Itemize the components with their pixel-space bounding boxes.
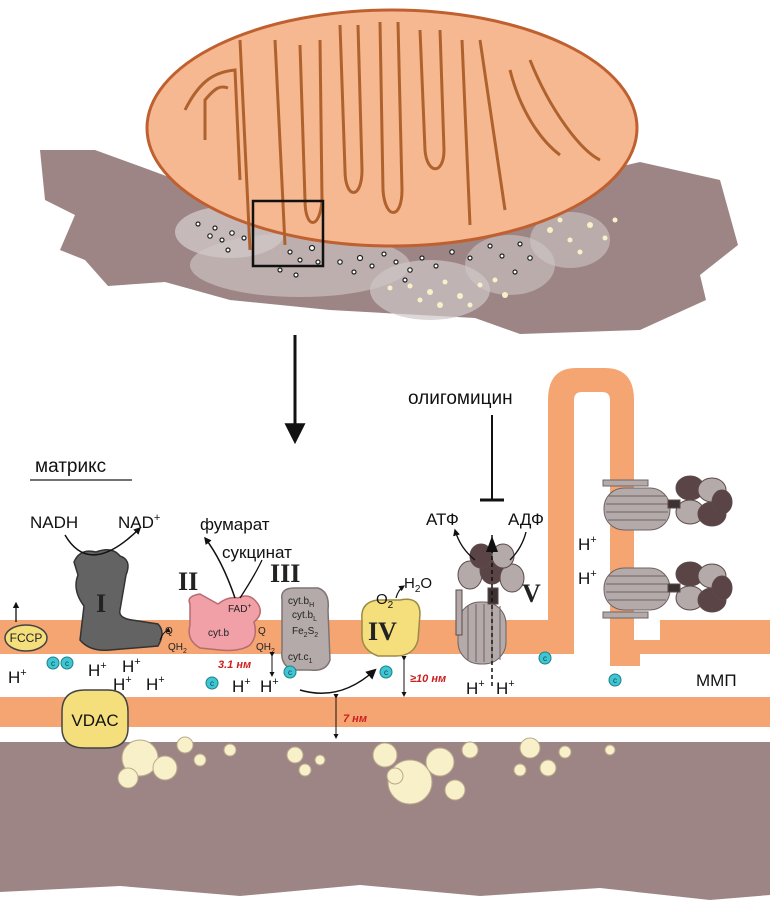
vdac-shape	[61, 689, 129, 749]
complex-iii-label: III	[270, 559, 300, 588]
proton: H+	[466, 678, 485, 698]
granule-dots	[195, 221, 533, 283]
cyt-c: c	[608, 673, 622, 687]
proton: H+	[122, 656, 141, 676]
complex-i: I NADH NAD+ Q QH2	[30, 512, 187, 655]
complex-iii-shape	[280, 587, 331, 672]
svg-text:c: c	[65, 659, 69, 668]
cyt-c: c	[46, 656, 60, 670]
cyt-c: c	[283, 665, 297, 679]
fccp-shape	[4, 624, 48, 652]
svg-text:c: c	[210, 679, 214, 688]
proton: H+	[88, 660, 107, 680]
distance-markers: 3.1 нм ≥10 нм 7 нм	[218, 652, 446, 739]
svg-text:c: c	[613, 676, 617, 685]
cyt-c: c	[538, 651, 552, 665]
cytbl-label: cyt.bL	[292, 610, 317, 623]
o2-arrow	[395, 585, 405, 599]
nadh-arrow	[64, 526, 142, 556]
fumarate-label: фумарат	[200, 515, 270, 534]
complex-iii: III Q QH2 cyt.bH cyt.bL Fe2S2 cyt.c1	[256, 559, 377, 694]
atp-synthase-f1	[455, 543, 525, 636]
cytochrome-c-markers: c c c c c c c	[46, 651, 622, 690]
nad-label: NAD+	[118, 512, 160, 532]
vdac-label: VDAC	[71, 711, 118, 730]
matrix-label: матрикс	[35, 456, 106, 477]
lipid-droplets-bottom	[117, 736, 616, 805]
mmp-label: ММП	[696, 671, 737, 690]
cytoplasm-region-bottom	[0, 742, 770, 900]
vdac-channel: VDAC	[61, 689, 129, 749]
distance-10nm-label: ≥10 нм	[410, 673, 446, 685]
q-label-2: Q	[258, 626, 266, 637]
lipid-patch	[465, 235, 555, 295]
complex-iv-shape	[361, 598, 421, 657]
proton: H+	[113, 674, 132, 694]
succinate-arrow	[204, 536, 236, 599]
fad-label: FAD+	[228, 603, 252, 615]
proton: H+	[496, 678, 515, 698]
nadh-label: NADH	[30, 513, 78, 532]
qh2-label: QH2	[168, 642, 187, 655]
cell-fragment-top	[40, 8, 738, 334]
q-arrow	[159, 627, 171, 641]
cristae	[183, 21, 601, 251]
svg-text:c: c	[384, 668, 388, 677]
cytc1-label: cyt.c1	[288, 652, 313, 665]
o2-label: O2	[376, 591, 394, 611]
complex-iv: IV O2 H2O	[361, 575, 432, 657]
complex-iv-label: IV	[368, 617, 397, 646]
svg-text:c: c	[288, 668, 292, 677]
proton: H+	[232, 676, 251, 696]
complex-ii: II фумарат сукцинат FAD+ cyt.b	[178, 515, 292, 652]
adp-label: АДФ	[508, 510, 544, 529]
protons: H+ H+ H+ H+ H+ H+ H+ H+ H+ H+	[88, 534, 597, 698]
cyt-c: c	[60, 656, 74, 670]
fes-label: Fe2S2	[292, 626, 318, 639]
qh2-label-2: QH2	[256, 642, 275, 655]
h2o-label: H2O	[404, 575, 432, 595]
atp-arrow	[453, 528, 476, 561]
proton: H+	[578, 534, 597, 554]
adp-line	[509, 531, 527, 561]
proton-path-arrow	[486, 536, 498, 552]
atp-label: АТФ	[426, 510, 459, 529]
complex-v-label: V	[522, 579, 541, 608]
fccp-proton: H+	[8, 667, 27, 687]
cytbh-label: cyt.bH	[288, 596, 314, 609]
complex-i-label: I	[96, 589, 106, 618]
svg-text:c: c	[51, 659, 55, 668]
atp-synthase-dimer-upper	[602, 475, 733, 531]
succinate-line	[239, 559, 263, 599]
distance-7nm-label: 7 нм	[343, 713, 367, 725]
fccp-carrier: FCCP H+	[4, 601, 48, 687]
lipid-droplets	[387, 217, 618, 308]
succinate-label: сукцинат	[222, 543, 292, 562]
svg-text:c: c	[543, 654, 547, 663]
cytb-label: cyt.b	[208, 628, 230, 639]
mitochondrion	[145, 8, 639, 248]
proton: H+	[146, 674, 165, 694]
complex-ii-shape	[188, 593, 261, 652]
proton: H+	[260, 676, 279, 696]
fccp-label: FCCP	[10, 631, 43, 645]
cyt-c: c	[379, 665, 393, 679]
electron-arrow	[299, 668, 377, 694]
complex-v: V АТФ АДФ олигомицин	[408, 388, 544, 688]
zoom-box	[251, 199, 325, 268]
complex-ii-label: II	[178, 567, 198, 596]
atp-synthase-dimer-lower	[602, 561, 733, 619]
complex-i-shape	[73, 549, 163, 652]
proton: H+	[578, 568, 597, 588]
cyt-c: c	[205, 676, 219, 690]
atp-synthase-fo	[457, 601, 507, 665]
oligomycin-label: олигомицин	[408, 388, 513, 409]
distance-3nm-label: 3.1 нм	[218, 659, 251, 671]
